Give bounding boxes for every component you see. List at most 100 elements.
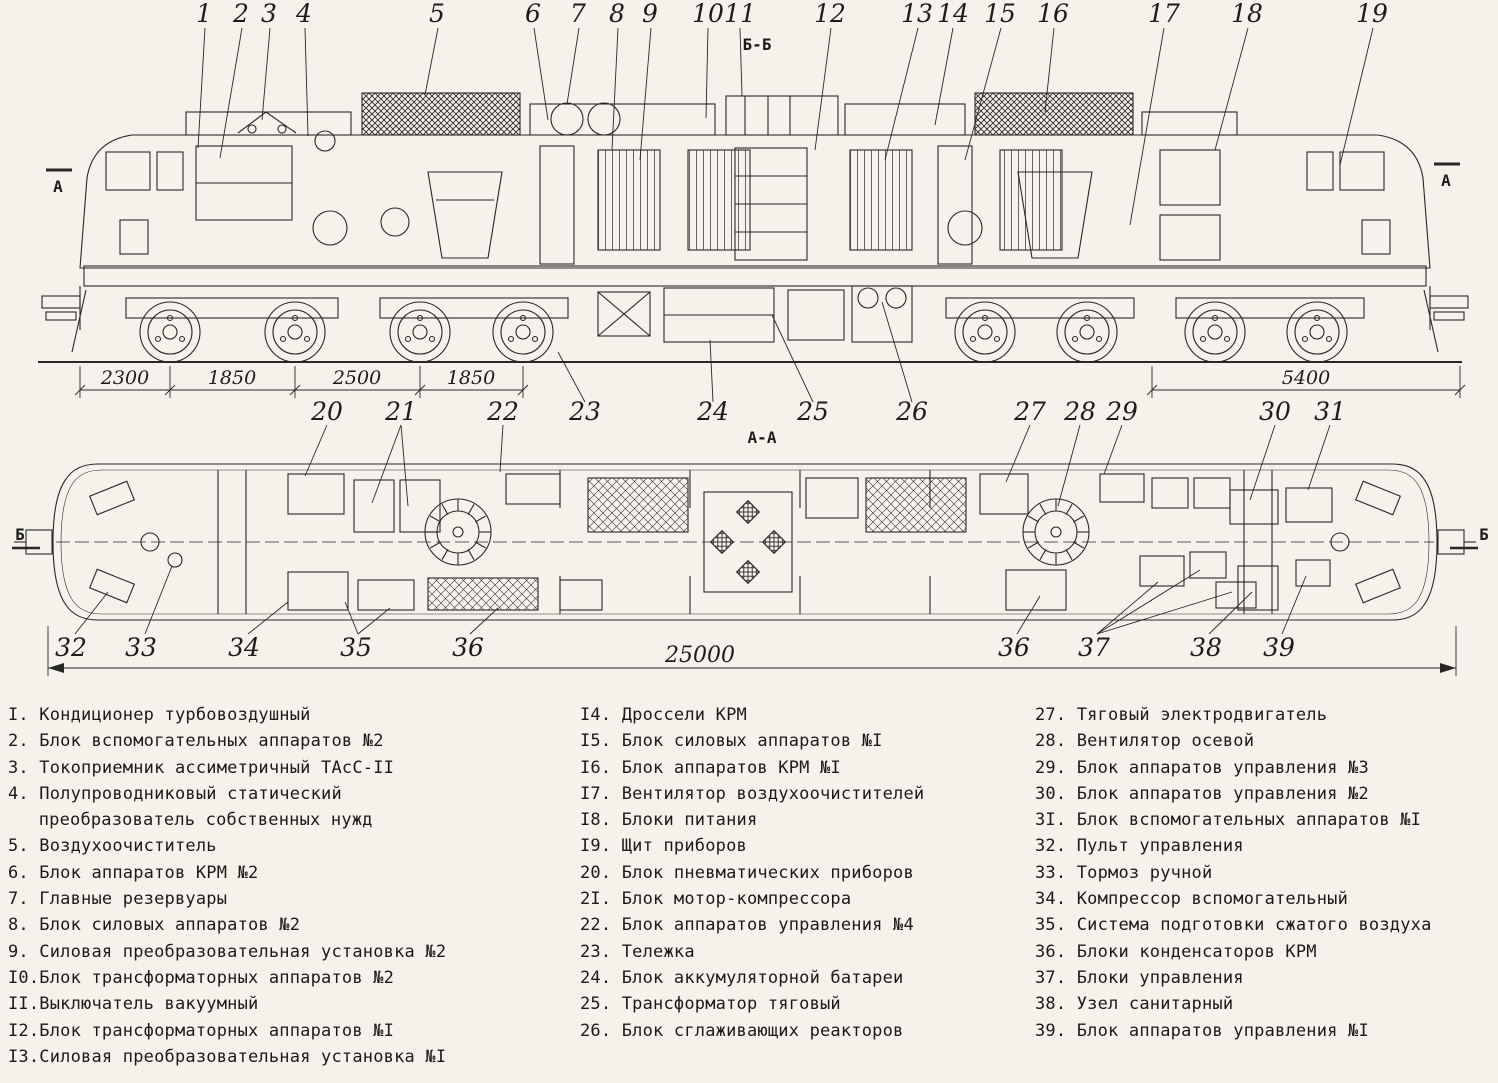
legend-item-27: 27. Тяговый электродвигатель — [1035, 705, 1328, 725]
plan-view — [12, 463, 1478, 621]
legend-item-34: 34. Компрессор вспомогательный — [1035, 889, 1349, 910]
dimension-5400: 5400 — [1282, 367, 1330, 389]
callout-label-6: 6 — [525, 0, 541, 28]
callout-label-15: 15 — [984, 0, 1016, 28]
callout-label-8: 8 — [609, 0, 625, 28]
legend-item-37: 37. Блоки управления — [1035, 967, 1244, 988]
legend-item-25: 25. Трансформатор тяговый — [580, 994, 841, 1015]
legend-item-39: 39. Блок аппаратов управления №I — [1035, 1020, 1369, 1041]
legend-item-8: 8. Блок силовых аппаратов №2 — [8, 915, 301, 936]
callout-label-28: 28 — [1063, 397, 1096, 426]
callout-label-38: 38 — [1190, 633, 1222, 662]
callout-labels: 1 2 3 4 5 6 7 8 9 10 11 12 13 14 15 16 1… — [55, 0, 1388, 662]
callout-leader-lines — [74, 27, 1374, 635]
callout-label-12: 12 — [814, 0, 846, 28]
legend-item-21: 2I. Блок мотор-компрессора — [580, 889, 852, 910]
legend-column-2: I4. Дроссели КРМ I5. Блок силовых аппара… — [580, 702, 1030, 1044]
legend-item-22: 22. Блок аппаратов управления №4 — [580, 915, 914, 936]
callout-label-31: 31 — [1314, 397, 1346, 426]
callout-label-11: 11 — [724, 0, 756, 28]
legend-item-24: 24. Блок аккумуляторной батареи — [580, 967, 904, 988]
legend-item-28: 28. Вентилятор осевой — [1035, 731, 1255, 752]
callout-label-32: 32 — [55, 633, 87, 662]
callout-label-30: 30 — [1259, 397, 1291, 426]
section-mark-b-right: Б — [1479, 525, 1489, 544]
callout-label-5: 5 — [429, 0, 445, 28]
legend-item-31: 3I. Блок вспомогательных аппаратов №I — [1035, 810, 1422, 831]
legend-item-17: I7. Вентилятор воздухоочистителей — [580, 783, 925, 804]
callout-label-4: 4 — [295, 0, 312, 28]
dimension-2500: 2500 — [332, 367, 381, 389]
callout-label-27: 27 — [1013, 397, 1046, 426]
parts-legend: I. Кондиционер турбовоздушный 2. Блок вс… — [0, 702, 1498, 1083]
callout-label-18: 18 — [1231, 0, 1263, 28]
legend-item-32: 32. Пульт управления — [1035, 836, 1244, 857]
legend-item-13: I3.Силовая преобразовательная установка … — [8, 1046, 447, 1067]
legend-item-3: 3. Токоприемник ассиметричный ТАсС-II — [8, 757, 395, 778]
callout-label-36-left: 36 — [452, 633, 484, 662]
section-label-bb: Б-Б — [743, 35, 772, 54]
callout-label-37: 37 — [1078, 633, 1110, 662]
callout-label-19: 19 — [1356, 0, 1388, 28]
callout-label-3: 3 — [261, 0, 277, 28]
legend-item-10: I0.Блок трансформаторных аппаратов №2 — [8, 967, 395, 988]
section-label-aa: А-А — [748, 428, 777, 447]
dimension-1850-b: 1850 — [447, 367, 495, 389]
callout-label-21: 21 — [384, 397, 417, 426]
legend-item-26: 26. Блок сглаживающих реакторов — [580, 1020, 904, 1041]
callout-label-23: 23 — [568, 397, 601, 426]
legend-item-30: 30. Блок аппаратов управления №2 — [1035, 783, 1369, 804]
locomotive-diagram: 1 2 3 4 5 6 7 8 9 10 11 12 13 14 15 16 1… — [12, 0, 1489, 676]
legend-item-29: 29. Блок аппаратов управления №3 — [1035, 757, 1369, 778]
callout-label-1: 1 — [196, 0, 212, 28]
legend-item-14: I4. Дроссели КРМ — [580, 705, 747, 725]
callout-label-13: 13 — [901, 0, 933, 28]
legend-item-19: I9. Щит приборов — [580, 836, 747, 857]
legend-item-18: I8. Блоки питания — [580, 810, 758, 831]
callout-label-22: 22 — [486, 397, 519, 426]
side-view — [38, 92, 1469, 363]
callout-label-9: 9 — [642, 0, 658, 28]
dimension-1850-a: 1850 — [208, 367, 256, 389]
legend-item-7: 7. Главные резервуары — [8, 889, 228, 910]
callout-label-26: 26 — [895, 397, 928, 426]
dimension-lines — [47, 366, 1466, 676]
callout-label-25: 25 — [796, 397, 829, 426]
legend-item-16: I6. Блок аппаратов КРМ №I — [580, 757, 841, 778]
callout-label-36-right: 36 — [998, 633, 1030, 662]
callout-label-34: 34 — [228, 633, 260, 662]
legend-item-1: I. Кондиционер турбовоздушный — [8, 705, 311, 725]
legend-item-9: 9. Силовая преобразовательная установка … — [8, 941, 447, 962]
callout-label-14: 14 — [937, 0, 969, 28]
legend-item-11: II.Выключатель вакуумный — [8, 994, 259, 1015]
section-mark-a-right: А — [1441, 171, 1451, 190]
callout-label-16: 16 — [1037, 0, 1069, 28]
dimension-2300: 2300 — [100, 367, 149, 389]
callout-label-10: 10 — [692, 0, 724, 28]
dimension-labels: 2300 1850 2500 1850 5400 25000 — [100, 367, 1330, 668]
legend-item-38: 38. Узел санитарный — [1035, 994, 1234, 1015]
callout-label-35: 35 — [340, 633, 372, 662]
dimension-25000: 25000 — [664, 643, 735, 668]
legend-item-35: 35. Система подготовки сжатого воздуха — [1035, 915, 1432, 936]
legend-column-1: I. Кондиционер турбовоздушный 2. Блок вс… — [8, 702, 488, 1070]
callout-label-2: 2 — [232, 0, 249, 28]
section-mark-b-left: Б — [15, 525, 25, 544]
callout-label-29: 29 — [1105, 397, 1138, 426]
legend-item-20: 20. Блок пневматических приборов — [580, 862, 914, 883]
legend-item-23: 23. Тележка — [580, 941, 695, 962]
legend-item-2: 2. Блок вспомогательных аппаратов №2 — [8, 731, 384, 752]
callout-label-39: 39 — [1263, 633, 1295, 662]
callout-label-20: 20 — [310, 397, 343, 426]
callout-label-24: 24 — [696, 397, 729, 426]
legend-item-4: 4. Полупроводниковый статический преобра… — [8, 783, 373, 831]
legend-item-6: 6. Блок аппаратов КРМ №2 — [8, 862, 259, 883]
callout-label-17: 17 — [1148, 0, 1180, 28]
legend-item-36: 36. Блоки конденсаторов КРМ — [1035, 941, 1317, 962]
callout-label-7: 7 — [570, 0, 586, 28]
legend-item-5: 5. Воздухоочиститель — [8, 836, 217, 857]
legend-column-3: 27. Тяговый электродвигатель 28. Вентиля… — [1035, 702, 1495, 1044]
callout-label-33: 33 — [125, 633, 157, 662]
section-mark-a-left: А — [53, 177, 63, 196]
